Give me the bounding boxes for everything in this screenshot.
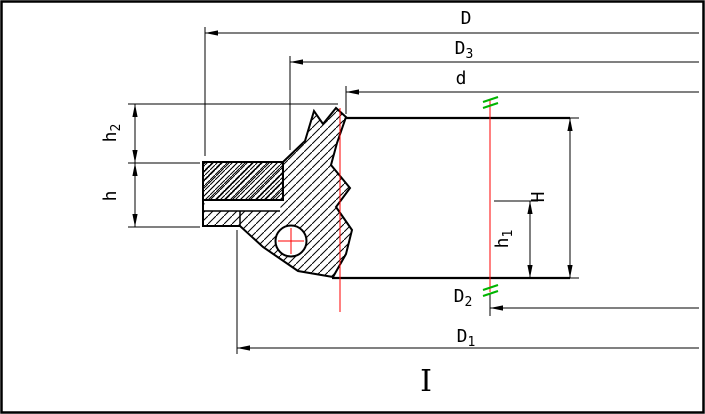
dim-label-h2: h2 bbox=[100, 124, 124, 143]
view-label: I bbox=[420, 364, 432, 399]
dim-label-D1: D1 bbox=[457, 326, 476, 350]
match-mark-bottom-2 bbox=[482, 290, 499, 297]
match-mark-top-1 bbox=[482, 96, 499, 103]
match-mark-bottom-1 bbox=[482, 284, 499, 291]
dim-label-d: d bbox=[456, 68, 467, 89]
mating-surface-lines bbox=[332, 116, 570, 280]
metal-insert-section bbox=[202, 161, 284, 201]
dim-label-h: h bbox=[100, 191, 121, 202]
red-centerlines bbox=[278, 100, 491, 312]
dim-label-D3: D3 bbox=[455, 38, 474, 62]
dim-label-h1: h1 bbox=[492, 230, 516, 249]
insert-groove-gap bbox=[204, 201, 281, 211]
extension-lines bbox=[128, 27, 579, 354]
match-mark-top-2 bbox=[482, 102, 499, 109]
green-match-marks bbox=[482, 96, 499, 297]
dim-label-D: D bbox=[461, 8, 472, 29]
dimension-arrows bbox=[132, 30, 573, 351]
dim-label-D2: D2 bbox=[454, 286, 473, 310]
dim-label-H: H bbox=[528, 192, 549, 203]
